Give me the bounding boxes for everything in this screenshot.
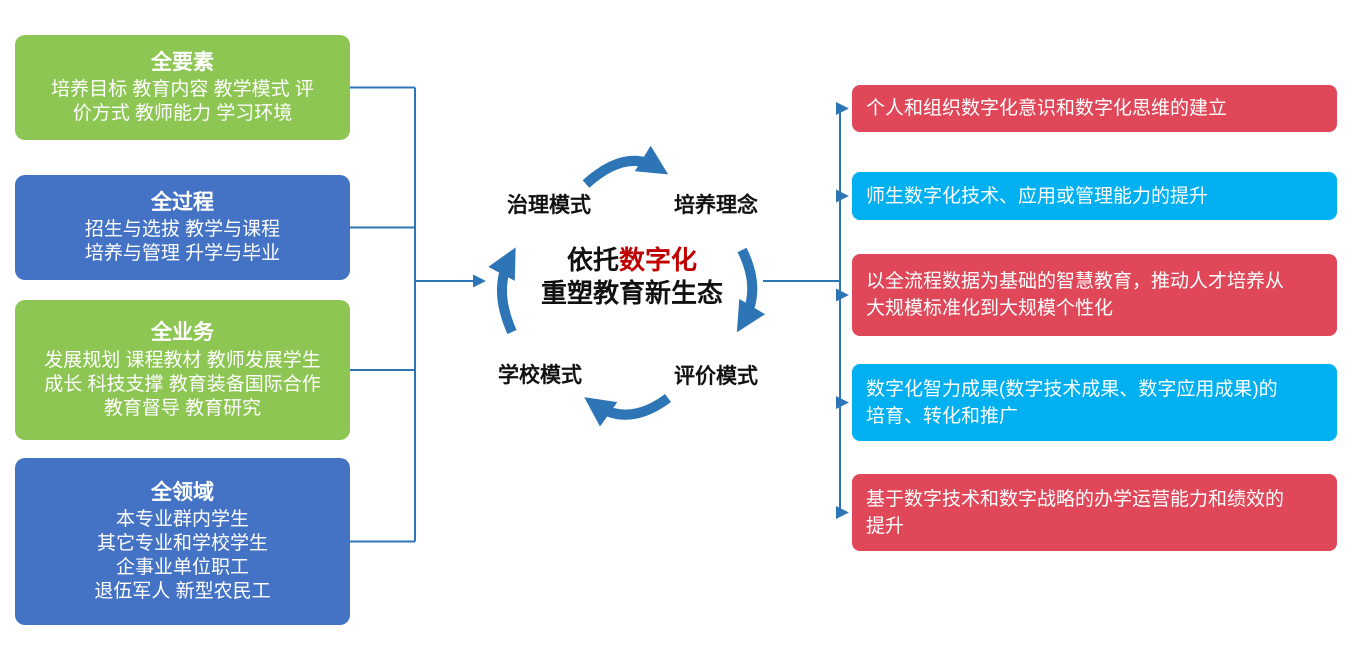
left-box-whole-process-body: 招生与选拔 教学与课程 培养与管理 升学与毕业: [84, 219, 281, 265]
left-box-all-business-body: 发展规划 课程教材 教师发展学生 成长 科技支撑 教育装备国际合作 教育督导 教…: [44, 349, 321, 419]
cycle-arrow-right-icon: [736, 247, 766, 333]
cycle-center-text: 依托数字化 重塑教育新生态: [492, 244, 772, 310]
left-box-all-domains-title: 全领域: [151, 480, 214, 504]
cycle-label-evaluation-model: 评价模式: [674, 365, 758, 388]
right-box-smart-education: 以全流程数据为基础的智慧教育，推动人才培养从 大规模标准化到大规模个性化: [852, 254, 1337, 336]
left-box-all-business: 全业务 发展规划 课程教材 教师发展学生 成长 科技支撑 教育装备国际合作 教育…: [15, 300, 350, 440]
cycle-center-line1: 依托数字化: [492, 244, 772, 277]
right-box-operation-performance-text: 基于数字技术和数字战略的办学运营能力和绩效的 提升: [866, 488, 1285, 537]
right-box-digital-achievements-text: 数字化智力成果(数字技术成果、数字应用成果)的 培育、转化和推广: [866, 378, 1278, 427]
right-box-operation-performance: 基于数字技术和数字战略的办学运营能力和绩效的 提升: [852, 474, 1337, 551]
right-box-digital-skills: 师生数字化技术、应用或管理能力的提升: [852, 172, 1337, 220]
left-box-all-domains-body: 本专业群内学生 其它专业和学校学生 企事业单位职工 退伍军人 新型农民工: [94, 509, 271, 603]
left-box-whole-process: 全过程 招生与选拔 教学与课程 培养与管理 升学与毕业: [15, 175, 350, 280]
cycle-arrow-left-icon: [488, 247, 517, 335]
right-box-smart-education-text: 以全流程数据为基础的智慧教育，推动人才培养从 大规模标准化到大规模个性化: [866, 271, 1285, 319]
left-box-all-elements-title: 全要素: [151, 50, 214, 74]
cycle-center-highlight: 数字化: [619, 245, 698, 275]
cycle-arrow-bottom-icon: [584, 393, 671, 427]
cycle-arrow-top-icon: [582, 145, 669, 188]
right-box-digital-awareness-text: 个人和组织数字化意识和数字化思维的建立: [866, 98, 1228, 119]
cycle-center-line2: 重塑教育新生态: [540, 278, 723, 308]
left-box-all-domains: 全领域 本专业群内学生 其它专业和学校学生 企事业单位职工 退伍军人 新型农民工: [15, 458, 350, 625]
cycle-label-cultivation-concept: 培养理念: [674, 194, 758, 217]
cycle-label-school-model: 学校模式: [498, 364, 582, 387]
left-box-whole-process-title: 全过程: [151, 190, 214, 214]
cycle-center-prefix: 依托: [566, 245, 619, 275]
right-box-digital-skills-text: 师生数字化技术、应用或管理能力的提升: [866, 185, 1209, 207]
left-box-all-business-title: 全业务: [151, 321, 214, 345]
right-box-digital-achievements: 数字化智力成果(数字技术成果、数字应用成果)的 培育、转化和推广: [852, 364, 1337, 441]
cycle-label-governance-model: 治理模式: [507, 194, 591, 217]
left-box-all-elements: 全要素 培养目标 教育内容 教学模式 评 价方式 教师能力 学习环境: [15, 35, 350, 140]
right-box-digital-awareness: 个人和组织数字化意识和数字化思维的建立: [852, 85, 1337, 132]
left-box-all-elements-body: 培养目标 教育内容 教学模式 评 价方式 教师能力 学习环境: [51, 79, 314, 125]
